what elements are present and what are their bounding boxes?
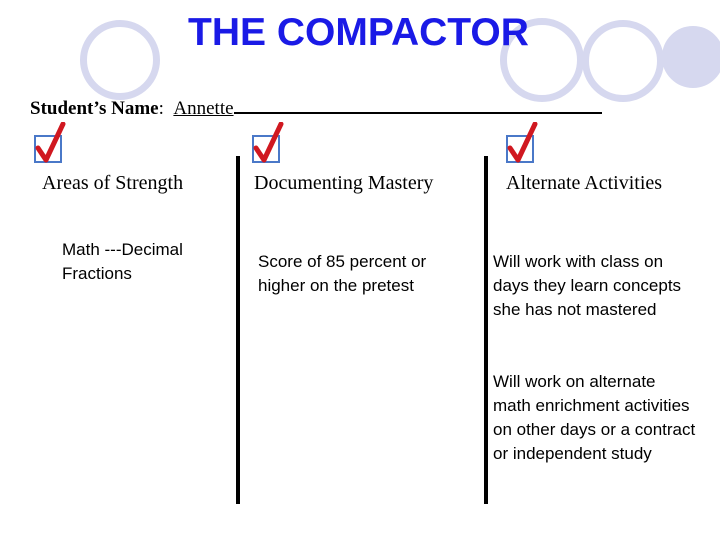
checkmark-icon xyxy=(34,122,66,163)
student-name-separator: : xyxy=(158,98,164,119)
column-divider xyxy=(484,156,488,504)
decorative-circle xyxy=(500,18,584,102)
student-name-value: Annette xyxy=(173,98,234,119)
decorative-circle xyxy=(582,20,664,102)
student-name-line: Student’s Name: Annette xyxy=(30,96,602,120)
column-header-mastery: Documenting Mastery xyxy=(254,172,434,194)
alternate-text-2: Will work on alternate math enrichment a… xyxy=(493,372,696,463)
column-header-strength: Areas of Strength xyxy=(42,172,184,194)
checkmark-icon xyxy=(252,122,284,163)
decorative-circle xyxy=(662,26,720,88)
page-title: THE COMPACTOR xyxy=(188,11,529,54)
strength-text: Math ---Decimal Fractions xyxy=(62,240,183,283)
decorative-circle xyxy=(80,20,160,100)
mastery-text: Score of 85 percent or higher on the pre… xyxy=(258,252,427,295)
student-name-label: Student’s Name xyxy=(30,98,159,119)
student-name-blank-line xyxy=(233,96,602,114)
alternate-text-1: Will work with class on days they learn … xyxy=(493,252,682,319)
checkmark-icon xyxy=(506,122,538,163)
column-divider xyxy=(236,156,240,504)
column-header-alternate: Alternate Activities xyxy=(506,172,663,194)
